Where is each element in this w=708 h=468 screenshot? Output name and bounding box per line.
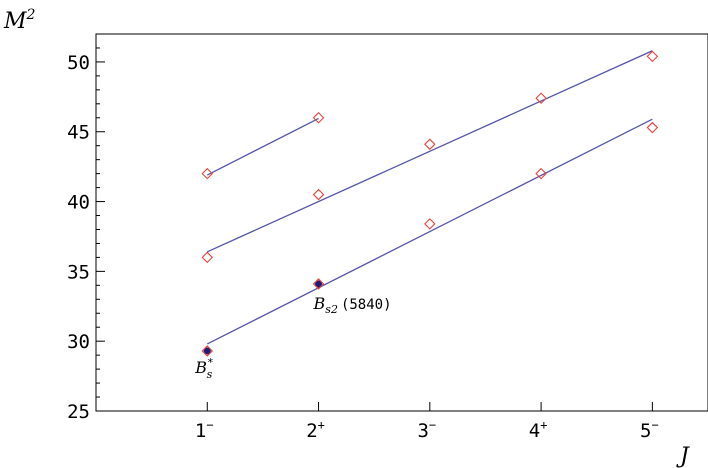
y-tick-label: 50	[67, 52, 90, 74]
data-point-fill	[314, 280, 323, 288]
diamond-marker	[424, 218, 436, 230]
y-axis-title-base: M	[3, 9, 27, 34]
fit-line-1	[206, 118, 653, 345]
data-point	[535, 92, 547, 105]
y-axis-title: M2	[3, 7, 36, 34]
y-axis-title-exp: 2	[26, 7, 36, 23]
diamond-marker	[535, 167, 547, 180]
diamond-marker	[535, 92, 547, 105]
data-point	[201, 167, 214, 180]
annotations: B*s Bs2(5840)	[194, 294, 391, 381]
data-point	[312, 188, 325, 201]
annotation-label: B*s	[194, 356, 213, 381]
y-tick-label: 40	[67, 192, 90, 214]
diamond-marker	[312, 111, 325, 124]
x-axis: 1− 2+ 3− 4+ 5−	[195, 402, 659, 442]
data-point	[424, 218, 436, 230]
data-points	[201, 50, 659, 357]
x-tick-label: 5−	[640, 418, 659, 442]
data-point	[424, 138, 436, 151]
fit-line-2	[207, 50, 653, 253]
y-axis: 25 30 35 40 45 50	[67, 33, 105, 423]
diamond-marker	[201, 345, 214, 357]
data-point	[312, 278, 325, 290]
diamond-marker	[646, 121, 659, 134]
data-point	[646, 50, 659, 63]
diamond-marker	[201, 167, 214, 180]
data-point-fill	[203, 347, 211, 355]
diamond-marker	[312, 188, 325, 201]
diamond-marker	[424, 138, 436, 151]
x-axis-title: J	[676, 444, 690, 468]
y-tick-label: 45	[67, 122, 90, 144]
y-tick-label: 35	[67, 261, 90, 283]
data-point	[646, 121, 659, 134]
fit-line-3	[206, 117, 319, 176]
fit-lines	[206, 50, 653, 345]
y-tick-label: 25	[67, 401, 90, 423]
data-point	[201, 251, 214, 264]
data-point	[312, 111, 325, 124]
x-tick-label: 2+	[306, 418, 325, 442]
data-point	[201, 345, 214, 357]
x-tick-label: 1−	[195, 418, 214, 442]
diamond-marker	[312, 278, 325, 290]
x-tick-label: 4+	[529, 418, 548, 442]
annotation-label: Bs2(5840)	[313, 294, 392, 316]
y-tick-label: 30	[67, 331, 90, 353]
x-tick-label: 3−	[417, 418, 436, 442]
diamond-marker	[201, 251, 214, 264]
plot-frame	[95, 33, 708, 412]
data-point	[535, 167, 547, 180]
diamond-marker	[646, 50, 659, 63]
